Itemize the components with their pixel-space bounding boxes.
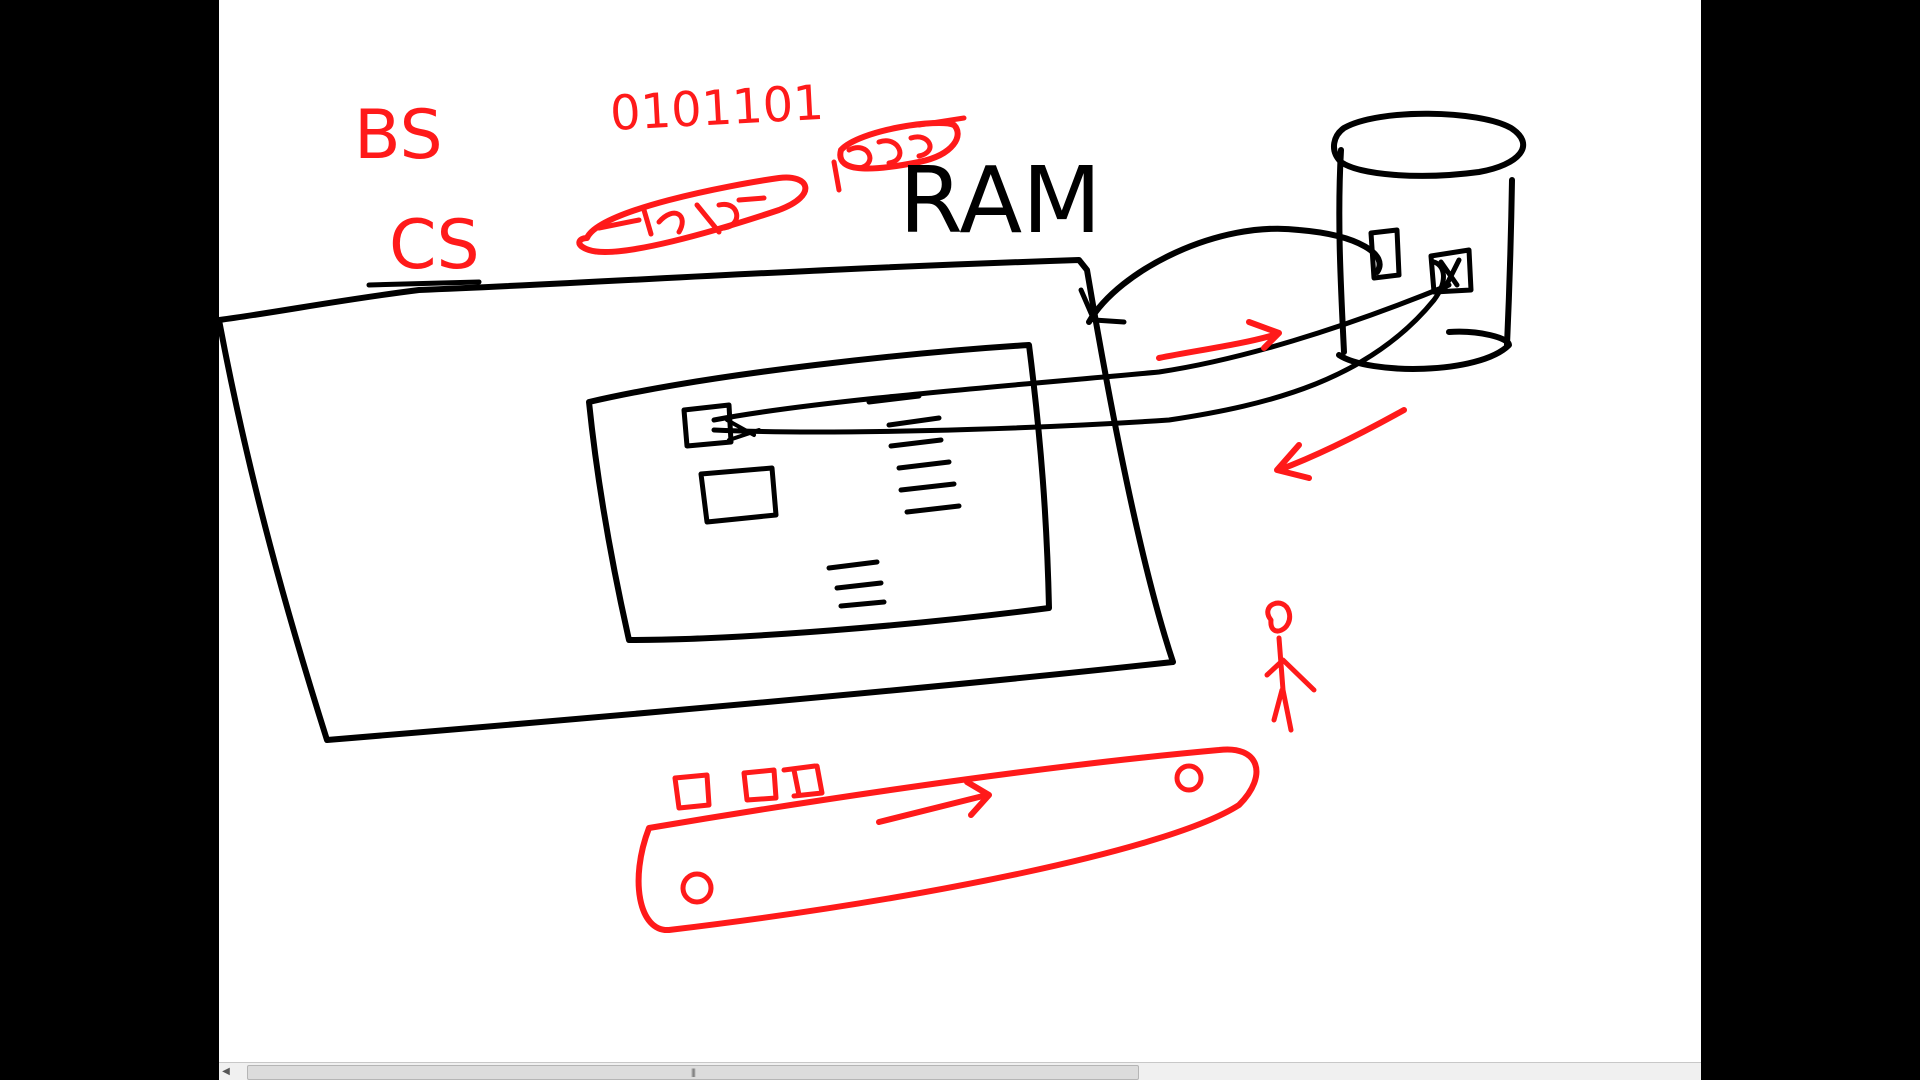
- data-path-square-marks: [725, 418, 761, 442]
- window-text-lines: [826, 393, 962, 609]
- ram-top-edge-extra: [366, 279, 482, 288]
- whiteboard-drawing: BS 0101101 CS RAM: [219, 75, 1527, 933]
- disk-cylinder-bottom: [1336, 328, 1512, 372]
- cs-label: CS: [389, 206, 480, 285]
- disk-cylinder-sides: [1336, 147, 1515, 355]
- data-path-lower: [711, 259, 1446, 435]
- disk-cylinder-top: [1331, 110, 1527, 179]
- scribble-right-marks: [831, 115, 967, 193]
- bs-label: BS: [354, 96, 443, 175]
- scribble-left-marks: [596, 195, 767, 237]
- ram-label: RAM: [899, 147, 1102, 254]
- red-arrow-to-disk: [1156, 319, 1282, 361]
- ram-arrowhead: [1078, 287, 1127, 325]
- ram-outline: [219, 257, 1176, 743]
- letterbox-left: [0, 0, 219, 1080]
- red-arrow-to-ram: [1274, 407, 1407, 481]
- scroll-thumb[interactable]: |||: [247, 1065, 1139, 1080]
- whiteboard-canvas[interactable]: BS 0101101 CS RAM: [219, 0, 1701, 1080]
- chevron-left-icon[interactable]: ◀: [222, 1066, 230, 1077]
- conveyor-roller-left: [680, 871, 714, 905]
- conveyor-boxes: [672, 763, 825, 811]
- binary-label: 0101101: [609, 75, 825, 142]
- conveyor-direction-arrow: [876, 779, 992, 825]
- letterbox-right: [1701, 0, 1920, 1080]
- conveyor-roller-right: [1174, 763, 1204, 793]
- scribble-oval-left: [576, 174, 809, 255]
- program-window-outline: [586, 342, 1052, 643]
- data-path-upper: [711, 282, 1452, 423]
- disk-file-square-1: [1368, 227, 1402, 281]
- disk-file-square-2: [1428, 247, 1474, 295]
- disk-to-ram-curve: [1086, 225, 1383, 325]
- window-square-2: [698, 465, 779, 525]
- grip-lines-icon: |||: [690, 1067, 696, 1077]
- horizontal-scrollbar[interactable]: ◀ |||: [219, 1062, 1701, 1080]
- window-square-1: [681, 402, 734, 449]
- conveyor-belt-outline: [635, 746, 1260, 933]
- user-stick-figure: [1264, 600, 1317, 733]
